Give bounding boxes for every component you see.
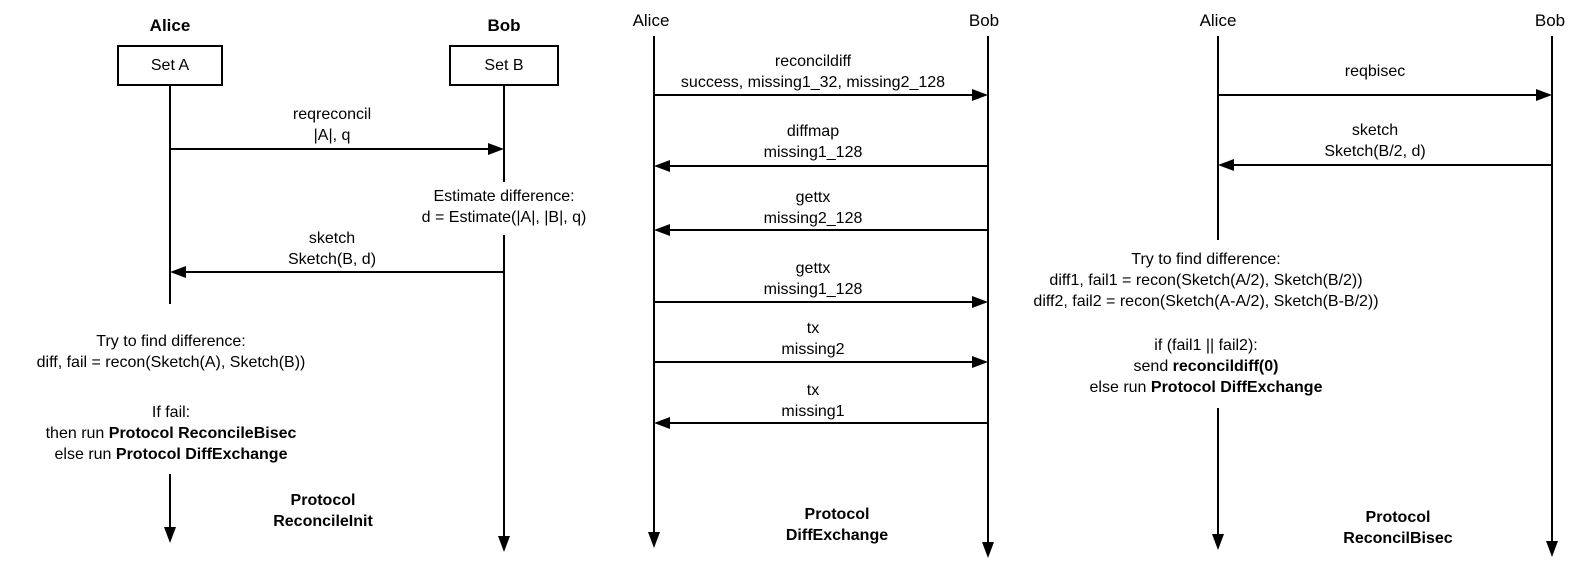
message-line bbox=[170, 148, 490, 150]
message-name: tx bbox=[806, 382, 820, 399]
message-arrowhead-left-icon bbox=[1218, 159, 1234, 171]
message-args: missing1 bbox=[781, 403, 845, 420]
note-line: else run Protocol DiffExchange bbox=[1090, 378, 1323, 398]
lifeline-alice bbox=[169, 86, 171, 304]
note-text: send bbox=[1133, 358, 1173, 375]
note-line: Estimate difference: bbox=[433, 188, 575, 205]
note-line: d = Estimate(|A|, |B|, q) bbox=[421, 209, 587, 226]
actor-box-label: Set A bbox=[150, 56, 190, 74]
protocol-caption-line: Protocol bbox=[290, 492, 356, 509]
lifeline-arrowhead-down-icon bbox=[982, 542, 994, 558]
message-args: missing1_128 bbox=[763, 281, 863, 298]
message-name: sketch bbox=[308, 230, 356, 247]
message-name: gettx bbox=[795, 189, 831, 206]
protocol-caption-line: DiffExchange bbox=[785, 527, 889, 544]
message-args: |A|, q bbox=[313, 127, 351, 144]
lifeline-arrowhead-down-icon bbox=[164, 527, 176, 543]
message-arrowhead-left-icon bbox=[170, 266, 186, 278]
message-arrowhead-right-icon bbox=[972, 356, 988, 368]
note-text: else run bbox=[1089, 379, 1151, 396]
lifeline-bob bbox=[987, 36, 989, 542]
message-args: missing1_128 bbox=[763, 144, 863, 161]
message-arrowhead-right-icon bbox=[1536, 89, 1552, 101]
message-line bbox=[184, 271, 504, 273]
actor-label-alice: Alice bbox=[632, 11, 670, 30]
message-name: reqreconcil bbox=[292, 106, 372, 123]
actor-box-label: Set B bbox=[484, 56, 524, 74]
message-args: Sketch(B, d) bbox=[287, 251, 377, 268]
lifeline-bob bbox=[503, 235, 505, 536]
note-line: If fail: bbox=[151, 404, 191, 421]
message-line bbox=[668, 165, 988, 167]
message-args: missing2 bbox=[781, 341, 845, 358]
message-name: tx bbox=[806, 320, 820, 337]
actor-box-set-a: Set A bbox=[117, 45, 223, 86]
actor-label-alice: Alice bbox=[1199, 11, 1237, 30]
message-args: success, missing1_32, missing2_128 bbox=[680, 74, 946, 91]
message-line bbox=[654, 301, 974, 303]
note-text-bold: Protocol ReconcileBisec bbox=[108, 425, 297, 442]
note-line: else run Protocol DiffExchange bbox=[55, 445, 288, 465]
message-name: gettx bbox=[795, 260, 831, 277]
message-name: reconcildiff bbox=[774, 53, 852, 70]
note-line: Try to find difference: bbox=[96, 333, 246, 350]
lifeline-arrowhead-down-icon bbox=[1546, 541, 1558, 557]
lifeline-bob bbox=[503, 86, 505, 182]
note-line: then run Protocol ReconcileBisec bbox=[46, 424, 297, 444]
note-line: if (fail1 || fail2): bbox=[1154, 337, 1258, 354]
actor-label-bob: Bob bbox=[1534, 11, 1566, 30]
message-name: reqbisec bbox=[1344, 63, 1406, 80]
lifeline-alice bbox=[1217, 408, 1219, 534]
note-text: else run bbox=[54, 446, 116, 463]
note-text: then run bbox=[45, 425, 109, 442]
lifeline-arrowhead-down-icon bbox=[1212, 534, 1224, 550]
message-args: missing2_128 bbox=[763, 210, 863, 227]
lifeline-alice bbox=[653, 36, 655, 532]
note-line: diff1, fail1 = recon(Sketch(A/2), Sketch… bbox=[1049, 272, 1363, 289]
message-name: diffmap bbox=[786, 123, 840, 140]
note-text-bold: Protocol DiffExchange bbox=[115, 446, 288, 463]
lifeline-arrowhead-down-icon bbox=[498, 536, 510, 552]
protocol-caption-line: ReconcilBisec bbox=[1343, 530, 1453, 547]
message-line bbox=[668, 422, 988, 424]
message-arrowhead-right-icon bbox=[488, 143, 504, 155]
message-arrowhead-left-icon bbox=[654, 224, 670, 236]
note-text-bold: Protocol DiffExchange bbox=[1150, 379, 1323, 396]
actor-label-bob: Bob bbox=[968, 11, 1000, 30]
message-arrowhead-left-icon bbox=[654, 417, 670, 429]
message-arrowhead-right-icon bbox=[972, 89, 988, 101]
note-line: diff, fail = recon(Sketch(A), Sketch(B)) bbox=[36, 354, 306, 371]
actor-label-bob: Bob bbox=[487, 16, 521, 35]
actor-label-alice: Alice bbox=[149, 16, 191, 35]
message-arrowhead-left-icon bbox=[654, 160, 670, 172]
lifeline-alice bbox=[169, 474, 171, 528]
message-line bbox=[654, 94, 974, 96]
message-line bbox=[668, 229, 988, 231]
protocol-caption-line: Protocol bbox=[1365, 509, 1431, 526]
message-args: Sketch(B/2, d) bbox=[1324, 143, 1426, 160]
message-line bbox=[1232, 164, 1552, 166]
note-line: diff2, fail2 = recon(Sketch(A-A/2), Sket… bbox=[1033, 293, 1379, 310]
message-line bbox=[654, 361, 974, 363]
lifeline-bob bbox=[1551, 36, 1553, 541]
note-text-bold: reconcildiff(0) bbox=[1172, 358, 1279, 375]
note-line: Try to find difference: bbox=[1131, 251, 1281, 268]
actor-box-set-b: Set B bbox=[449, 45, 559, 86]
note-line: send reconcildiff(0) bbox=[1134, 357, 1279, 377]
message-name: sketch bbox=[1351, 122, 1399, 139]
message-arrowhead-right-icon bbox=[972, 296, 988, 308]
protocol-caption-line: ReconcileInit bbox=[273, 513, 373, 530]
lifeline-arrowhead-down-icon bbox=[648, 532, 660, 548]
message-line bbox=[1218, 94, 1538, 96]
lifeline-alice bbox=[1217, 36, 1219, 240]
protocol-caption-line: Protocol bbox=[804, 506, 870, 523]
